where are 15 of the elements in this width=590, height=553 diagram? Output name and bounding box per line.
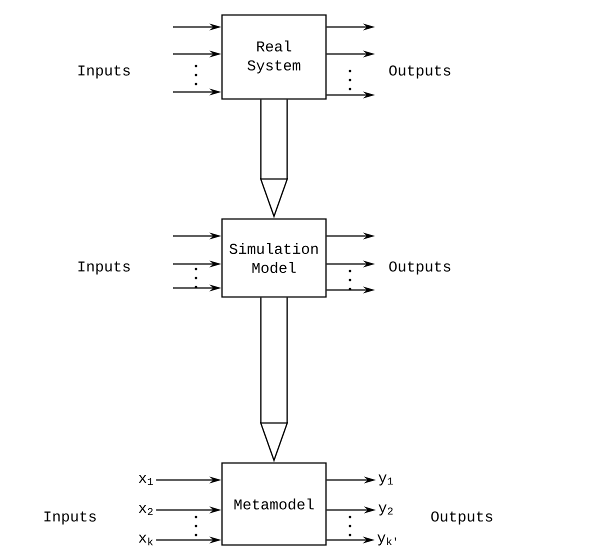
text-label: Outputs <box>389 261 450 275</box>
text-label: Inputs <box>44 511 96 525</box>
variable-label: y$_{1}$ <box>378 474 393 486</box>
text-label: Outputs <box>389 65 450 79</box>
variable-label: y$_{2}$ <box>378 504 393 516</box>
text-label: Inputs <box>78 65 130 79</box>
text-label: Inputs <box>78 261 130 275</box>
process-box: Simulation Model <box>221 218 327 298</box>
variable-label: x$_{1}$ <box>138 474 153 486</box>
text-label: Outputs <box>431 511 492 525</box>
process-box: Real System <box>221 14 327 100</box>
process-box: Metamodel <box>221 462 327 546</box>
variable-label: y$_{k'}$ <box>377 534 396 546</box>
variable-label: x$_{2}$ <box>138 504 153 516</box>
variable-label: x$_{k}$ <box>138 534 153 546</box>
